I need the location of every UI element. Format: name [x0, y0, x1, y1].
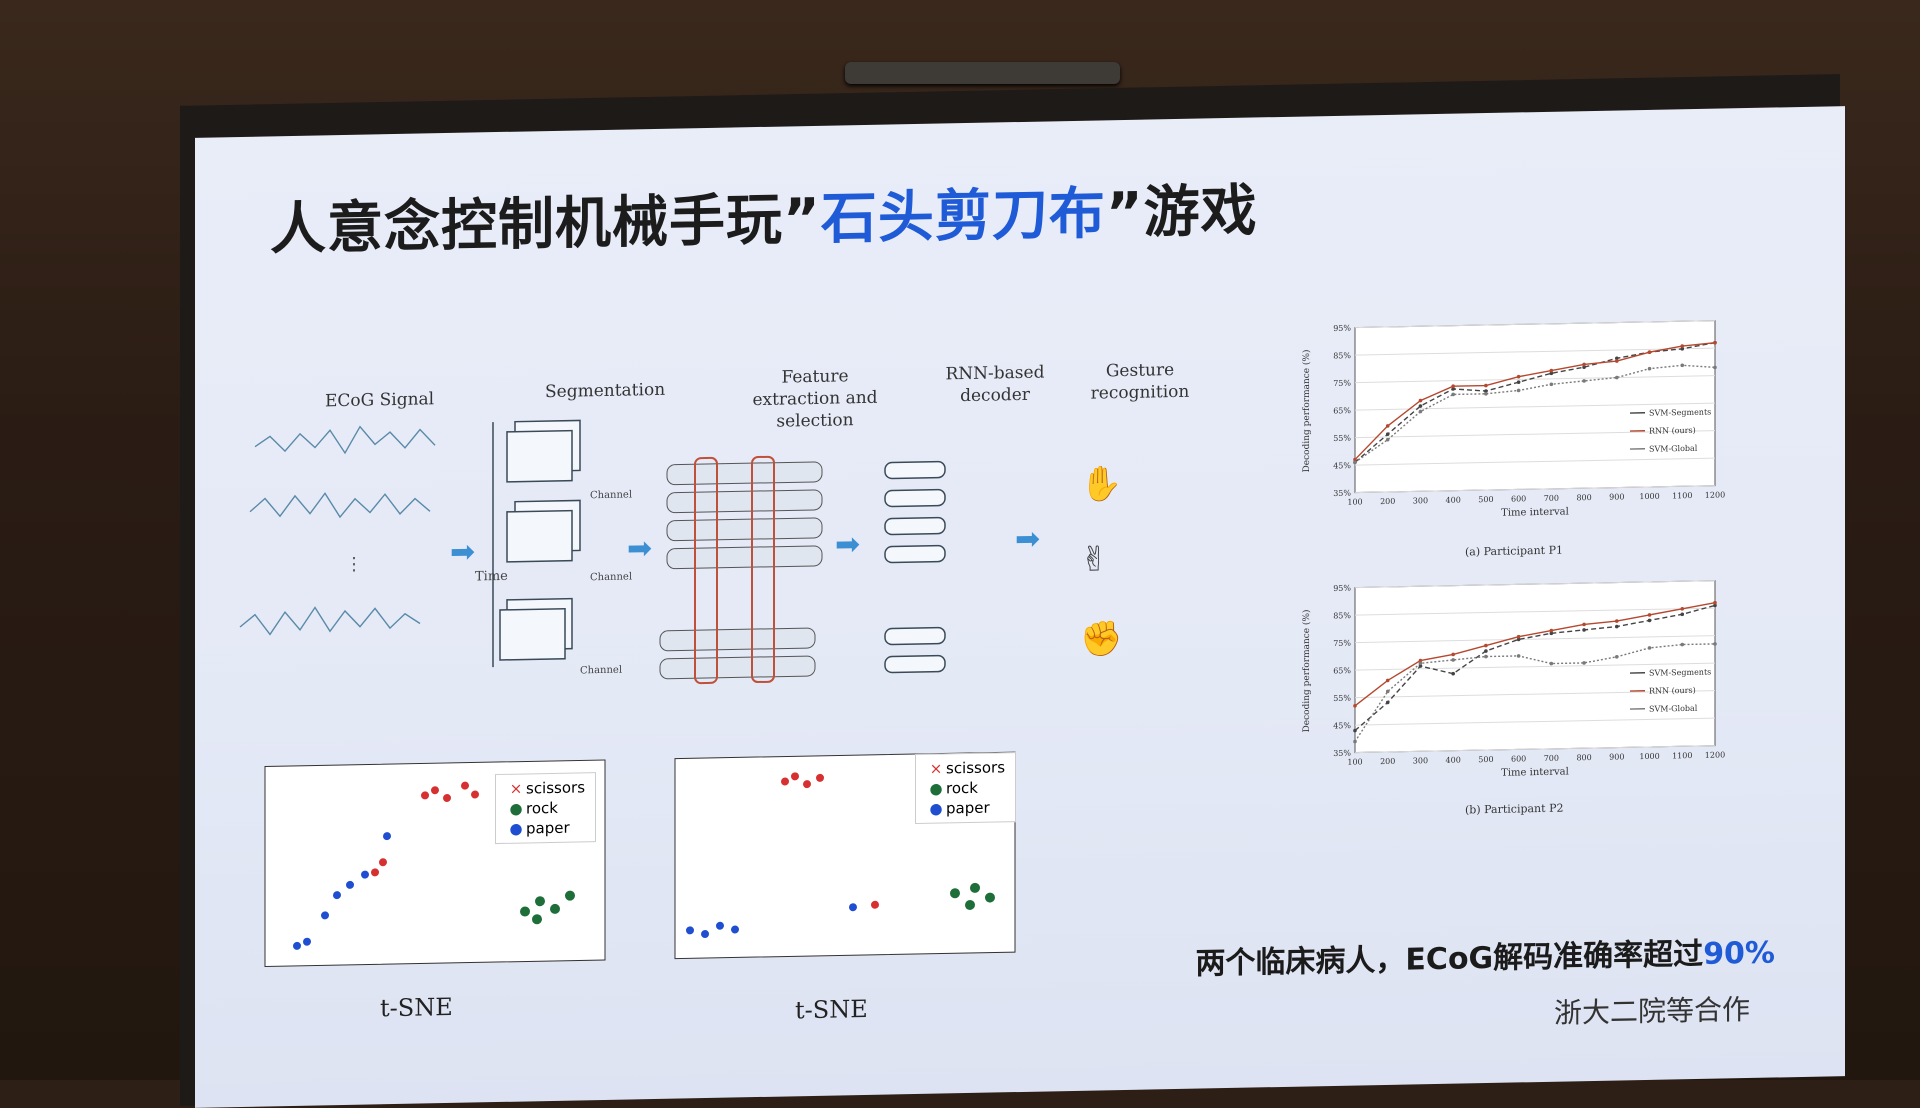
plot1-caption: (a) Participant P1 [1465, 544, 1563, 559]
x-tick-label: 700 [1544, 754, 1559, 763]
footer-statement: 两个临床病人，ECoG解码准确率超过90% [1195, 928, 1775, 983]
y-tick-label: 75% [1333, 639, 1351, 648]
tsne2-legend-rock: rock [946, 779, 978, 798]
x-tick-label: 600 [1511, 494, 1526, 503]
rnn-blocks [885, 461, 945, 672]
y-axis-label: Decoding performance (%) [1301, 609, 1312, 732]
x-tick-label: 1200 [1705, 490, 1725, 499]
x-tick-label: 200 [1380, 757, 1395, 766]
pipeline-diagram: ⋮ Time Channel Channel Channel [195, 117, 1295, 698]
x-tick-label: 900 [1609, 752, 1624, 761]
arrow-icon-3: ➡ [835, 527, 860, 562]
gesture-rock-icon: ✊ [1080, 619, 1122, 660]
legend-paper-icon: ● [506, 818, 526, 838]
legend-label: RNN (ours) [1649, 686, 1696, 696]
gesture-scissors-icon: ✌ [1080, 539, 1108, 580]
plot2-caption: (b) Participant P2 [1465, 802, 1563, 817]
tsne2-legend: ×scissors ●rock ●paper [915, 752, 1016, 824]
x-axis-label: Time interval [1501, 766, 1569, 778]
x-tick-label: 900 [1609, 492, 1624, 501]
tsne1-legend: ×scissors ●rock ●paper [495, 772, 596, 844]
tsne1-legend-rock: rock [526, 799, 558, 818]
x-tick-label: 1000 [1639, 752, 1659, 761]
arrow-icon-1: ➡ [450, 534, 475, 569]
legend-rock-icon-2: ● [926, 778, 946, 798]
y-tick-label: 95% [1333, 324, 1351, 333]
legend-scissors-icon-2: × [926, 758, 946, 778]
x-tick-label: 1000 [1639, 492, 1659, 501]
segment-stack-3b [500, 609, 565, 660]
channel-label-3: Channel [580, 665, 622, 677]
ecog-wave-3 [240, 606, 420, 635]
channel-label-2: Channel [590, 571, 632, 583]
legend-label: SVM-Segments [1649, 667, 1711, 677]
footer-credit: 浙大二院等合作 [1554, 988, 1750, 1032]
x-tick-label: 500 [1478, 495, 1493, 504]
legend-scissors-icon: × [506, 778, 526, 798]
footer-pct: 90% [1703, 936, 1775, 972]
arrow-icon-2: ➡ [627, 531, 652, 566]
feature-grid [660, 456, 822, 684]
tsne2-xlabel: t-SNE [795, 995, 868, 1024]
ecog-ellipsis: ⋮ [345, 554, 363, 575]
x-tick-label: 100 [1347, 497, 1362, 506]
x-tick-label: 500 [1478, 755, 1493, 764]
time-axis-label: Time [475, 569, 508, 585]
tsne2-legend-paper: paper [946, 799, 990, 818]
segment-stack-2b [507, 511, 572, 562]
x-tick-label: 300 [1413, 496, 1428, 505]
x-tick-label: 1100 [1672, 751, 1692, 760]
line-chart-p1: 35% 45% 55% 65% 75% 85% 95% 100 200 300 400 500 600 7… [1295, 308, 1735, 531]
y-tick-label: 65% [1333, 406, 1351, 415]
arrow-icon-4: ➡ [1015, 522, 1040, 557]
x-tick-label: 400 [1446, 496, 1461, 505]
ecog-waveforms [240, 425, 435, 635]
ecog-wave-2 [250, 491, 430, 518]
y-tick-label: 35% [1333, 749, 1351, 758]
x-tick-label: 100 [1347, 757, 1362, 766]
x-tick-label: 200 [1380, 497, 1395, 506]
x-tick-label: 1100 [1672, 491, 1692, 500]
legend-label: RNN (ours) [1649, 426, 1696, 436]
tsne1-legend-scissors: scissors [526, 778, 585, 797]
y-tick-label: 45% [1333, 461, 1351, 470]
tsne2-legend-scissors: scissors [946, 758, 1005, 777]
legend-label: SVM-Global [1649, 444, 1698, 454]
ecog-wave-1 [255, 425, 435, 454]
tsne1-xlabel: t-SNE [380, 993, 453, 1022]
x-tick-label: 600 [1511, 754, 1526, 763]
presentation-screen: 人意念控制机械手玩”石头剪刀布”游戏 ECoG Signal Segmentat… [195, 106, 1845, 1108]
y-tick-label: 55% [1333, 694, 1351, 703]
x-tick-label: 800 [1576, 493, 1591, 502]
y-tick-label: 65% [1333, 666, 1351, 675]
line-chart-p2: 35% 45% 55% 65% 75% 85% 95% 100 200 300 400 500 600 7… [1295, 568, 1735, 791]
y-tick-label: 75% [1333, 379, 1351, 388]
x-tick-label: 1200 [1705, 750, 1725, 759]
projector-rail [845, 62, 1120, 84]
x-tick-label: 300 [1413, 756, 1428, 765]
y-axis-label: Decoding performance (%) [1301, 349, 1312, 472]
footer-text: 两个临床病人，ECoG解码准确率超过 [1195, 937, 1703, 982]
x-tick-label: 700 [1544, 494, 1559, 503]
segment-stacks [500, 420, 580, 660]
gesture-paper-icon: ✋ [1080, 464, 1122, 505]
x-axis-label: Time interval [1501, 506, 1569, 518]
y-tick-label: 85% [1333, 351, 1351, 360]
x-tick-label: 800 [1576, 753, 1591, 762]
legend-label: SVM-Segments [1649, 407, 1711, 417]
x-tick-label: 400 [1446, 756, 1461, 765]
legend-paper-icon-2: ● [926, 798, 946, 818]
tsne1-legend-paper: paper [526, 819, 570, 838]
y-tick-label: 95% [1333, 584, 1351, 593]
segment-stack-1b [507, 431, 572, 482]
y-tick-label: 45% [1333, 721, 1351, 730]
channel-label-1: Channel [590, 489, 632, 501]
y-tick-label: 55% [1333, 434, 1351, 443]
y-tick-label: 85% [1333, 611, 1351, 620]
legend-label: SVM-Global [1649, 704, 1698, 714]
y-tick-label: 35% [1333, 489, 1351, 498]
legend-rock-icon: ● [506, 798, 526, 818]
